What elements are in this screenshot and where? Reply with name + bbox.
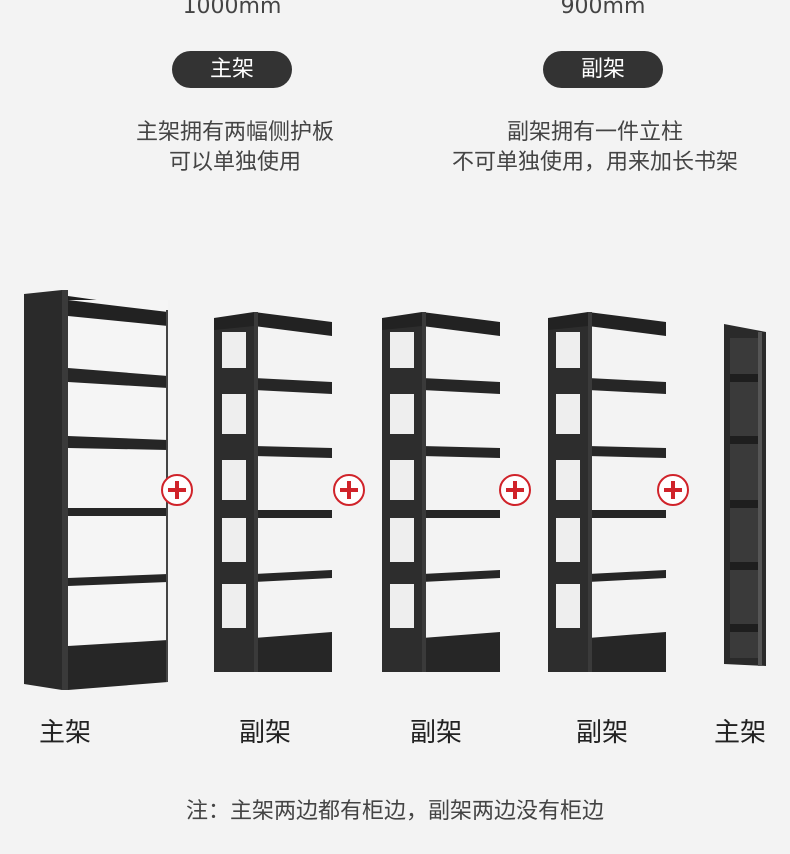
main-desc-line2: 可以单独使用 — [168, 150, 301, 175]
footnote: 注：主架两边都有柜边，副架两边没有柜边 — [185, 799, 604, 824]
plus-icon — [499, 474, 531, 506]
main-badge: 主架 — [172, 51, 292, 88]
sub-badge: 副架 — [543, 51, 663, 88]
shelf-sub-2 — [382, 312, 500, 672]
shelf-sub-3 — [548, 312, 666, 672]
shelf-label-5: 主架 — [713, 718, 766, 748]
shelf-label-2: 副架 — [238, 718, 291, 748]
shelf-sub-1 — [214, 312, 332, 672]
shelf-label-3: 副架 — [409, 718, 462, 748]
main-description: 主架拥有两幅侧护板 可以单独使用 — [45, 118, 425, 178]
plus-icon — [333, 474, 365, 506]
main-dimension: 1000mm — [182, 0, 282, 19]
main-desc-line1: 主架拥有两幅侧护板 — [135, 120, 334, 145]
plus-icon — [657, 474, 689, 506]
sub-dimension: 900mm — [560, 0, 646, 19]
sub-desc-line1: 副架拥有一件立柱 — [506, 120, 683, 145]
shelf-label-4: 副架 — [575, 718, 628, 748]
sub-description: 副架拥有一件立柱 不可单独使用，用来加长书架 — [405, 118, 785, 178]
shelf-label-1: 主架 — [38, 718, 91, 748]
sub-desc-line2: 不可单独使用，用来加长书架 — [451, 150, 738, 175]
plus-icon — [161, 474, 193, 506]
shelf-main-1 — [24, 290, 168, 690]
shelf-main-side — [724, 324, 766, 666]
